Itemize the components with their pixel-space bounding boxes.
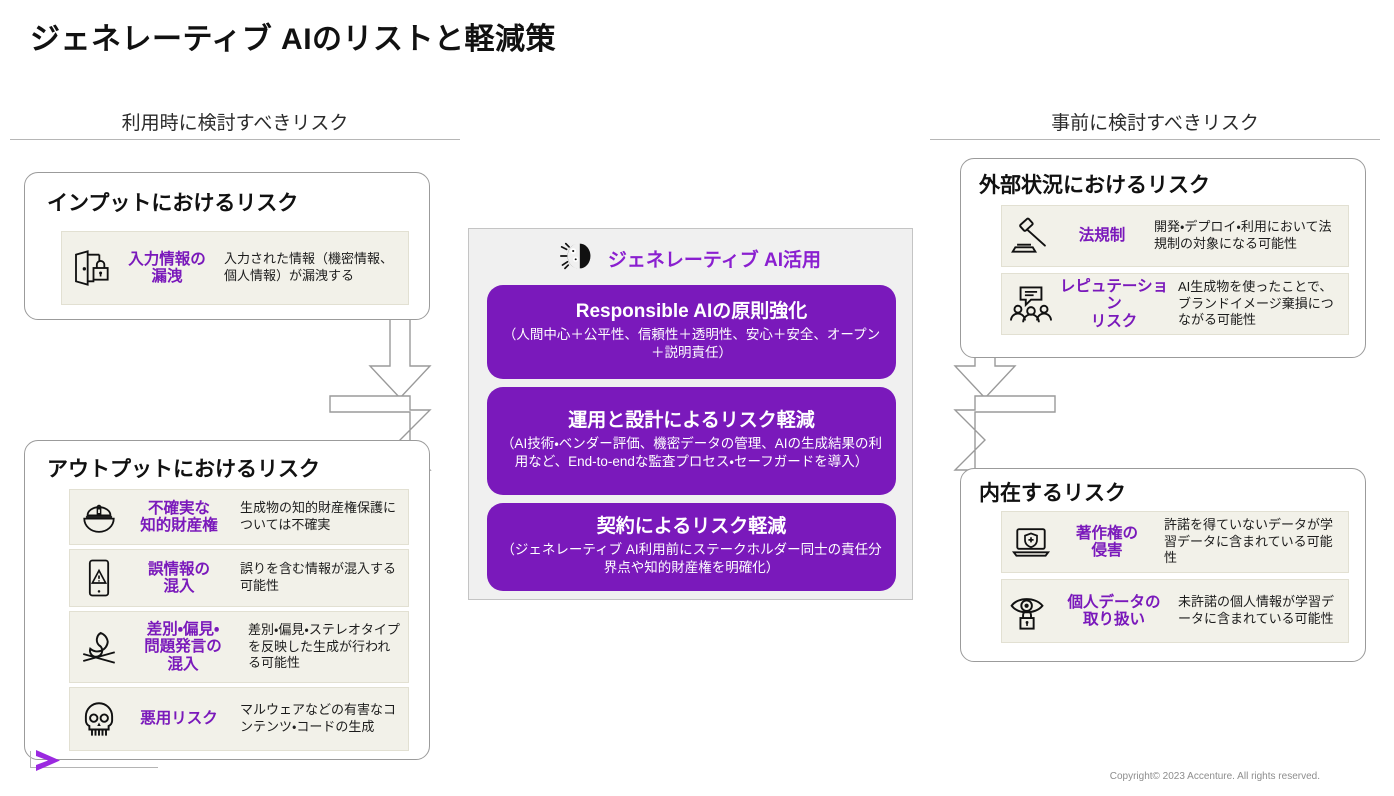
risk-row-misinformation[interactable]: 誤情報の 混入 誤りを含む情報が混入する可能性	[69, 549, 409, 607]
card-output-risks-title: アウトプットにおけるリスク	[47, 458, 320, 481]
risk-term: 不確実な 知的財産権	[140, 499, 218, 534]
risk-term: 悪用リスク	[140, 710, 218, 728]
pill-subtitle: （AI技術・ベンダー評価、機密データの管理、AIの生成結果の利用など、End-t…	[500, 436, 883, 470]
risk-desc: 開発・デプロイ・利用において法規制の対象になる可能性	[1154, 219, 1332, 251]
risk-desc: AI生成物を使ったことで、ブランドイメージ棄損につながる可能性	[1178, 278, 1334, 328]
risk-term: レピュテーション リスク	[1059, 277, 1169, 330]
pill-title: 契約によるリスク軽減	[596, 516, 787, 538]
risk-desc: 未許諾の個人情報が学習データに含まれている可能性	[1178, 594, 1335, 626]
column-header-left-rule	[10, 139, 460, 140]
arrow-inherent-to-center	[953, 395, 1056, 471]
center-title: ジェネレーティブ AI活用	[607, 249, 822, 271]
pill-title: 運用と設計によるリスク軽減	[568, 410, 815, 432]
risk-term: 個人データの 取り扱い	[1067, 593, 1161, 628]
risk-term: 差別・偏見・ 問題発言の 混入	[144, 620, 222, 673]
column-header-right: 事前に検討すべきリスク	[930, 108, 1380, 140]
copyright-text: Copyright© 2023 Accenture. All rights re…	[1109, 771, 1320, 782]
campfire-icon	[76, 624, 122, 670]
phone-alert-icon	[76, 555, 122, 601]
police-cap-icon	[76, 494, 122, 540]
column-header-right-label: 事前に検討すべきリスク	[1051, 113, 1259, 134]
door-lock-icon	[68, 245, 114, 291]
risk-desc: 生成物の知的財産権保護については不確実	[240, 500, 397, 532]
pill-contract-mitigation[interactable]: 契約によるリスク軽減 （ジェネレーティブ AI利用前にステークホルダー同士の責任…	[487, 503, 896, 591]
column-header-right-rule	[930, 139, 1380, 140]
column-header-left-label: 利用時に検討すべきリスク	[121, 113, 349, 134]
gavel-icon	[1008, 213, 1054, 259]
card-external-risks: 外部状況におけるリスク 法規制 開発・デプロイ・利用において法規制の対象になる可…	[960, 158, 1366, 358]
laptop-shield-icon	[1008, 519, 1054, 565]
accenture-chevron-icon	[36, 750, 60, 771]
reputation-people-icon	[1008, 281, 1054, 327]
risk-row-copyright[interactable]: 著作権の 侵害 許諾を得ていないデータが学習データに含まれている可能性	[1001, 511, 1349, 573]
skull-icon	[76, 696, 122, 742]
card-output-risks: アウトプットにおけるリスク 不確実な 知的財産権 生成物の知的財産権保護について…	[24, 440, 430, 760]
risk-term: 法規制	[1078, 227, 1126, 245]
card-inherent-risks-title: 内在するリスク	[979, 482, 1126, 505]
card-input-risks-title: インプットにおけるリスク	[47, 192, 299, 215]
brain-gears-icon	[559, 240, 598, 277]
risk-desc: 差別・偏見・ステレオタイプを反映した生成が行われる可能性	[248, 621, 400, 671]
risk-term: 誤情報の 混入	[147, 560, 210, 595]
risk-term: 著作権の 侵害	[1075, 524, 1138, 559]
brand-rule	[30, 751, 158, 768]
center-panel: ジェネレーティブ AI活用 Responsible AIの原則強化 （人間中心＋…	[468, 228, 913, 600]
risk-desc: 入力された情報（機密情報、個人情報）が漏洩する	[224, 251, 394, 283]
eye-lock-icon	[1008, 588, 1054, 634]
pill-subtitle: （人間中心＋公平性、信頼性＋透明性、安心＋安全、オープン＋説明責任）	[502, 327, 881, 361]
risk-row-regulation[interactable]: 法規制 開発・デプロイ・利用において法規制の対象になる可能性	[1001, 205, 1349, 267]
pill-subtitle: （ジェネレーティブ AI利用前にステークホルダー同士の責任分界点や知的財産権を明…	[501, 542, 882, 576]
risk-row-input-leak[interactable]: 入力情報の 漏洩 入力された情報（機密情報、個人情報）が漏洩する	[61, 231, 409, 305]
card-external-risks-title: 外部状況におけるリスク	[979, 174, 1210, 197]
card-input-risks: インプットにおけるリスク 入力情報の 漏洩 入力された情報（機密情報、個人情報）…	[24, 172, 430, 320]
risk-term: 入力情報の 漏洩	[128, 250, 206, 285]
pill-responsible-ai[interactable]: Responsible AIの原則強化 （人間中心＋公平性、信頼性＋透明性、安心…	[487, 285, 896, 379]
card-inherent-risks: 内在するリスク 著作権の 侵害 許諾を得ていないデータが学習データに含まれている…	[960, 468, 1366, 662]
risk-desc: 誤りを含む情報が混入する可能性	[240, 561, 397, 593]
risk-row-misuse[interactable]: 悪用リスク マルウェアなどの有害なコンテンツ・コードの生成	[69, 687, 409, 751]
risk-desc: 許諾を得ていないデータが学習データに含まれている可能性	[1164, 516, 1334, 566]
center-header: ジェネレーティブ AI活用	[469, 237, 912, 279]
risk-row-reputation[interactable]: レピュテーション リスク AI生成物を使ったことで、ブランドイメージ棄損につなが…	[1001, 273, 1349, 335]
pill-title: Responsible AIの原則強化	[575, 301, 808, 323]
pill-ops-design-mitigation[interactable]: 運用と設計によるリスク軽減 （AI技術・ベンダー評価、機密データの管理、AIの生…	[487, 387, 896, 495]
risk-desc: マルウェアなどの有害なコンテンツ・コードの生成	[240, 702, 397, 734]
risk-row-bias[interactable]: 差別・偏見・ 問題発言の 混入 差別・偏見・ステレオタイプを反映した生成が行われ…	[69, 611, 409, 683]
risk-row-personal-data[interactable]: 個人データの 取り扱い 未許諾の個人情報が学習データに含まれている可能性	[1001, 579, 1349, 643]
page-title: ジェネレーティブ AIのリストと軽減策	[30, 23, 557, 56]
risk-row-ip-uncertainty[interactable]: 不確実な 知的財産権 生成物の知的財産権保護については不確実	[69, 489, 409, 545]
column-header-left: 利用時に検討すべきリスク	[10, 108, 460, 140]
